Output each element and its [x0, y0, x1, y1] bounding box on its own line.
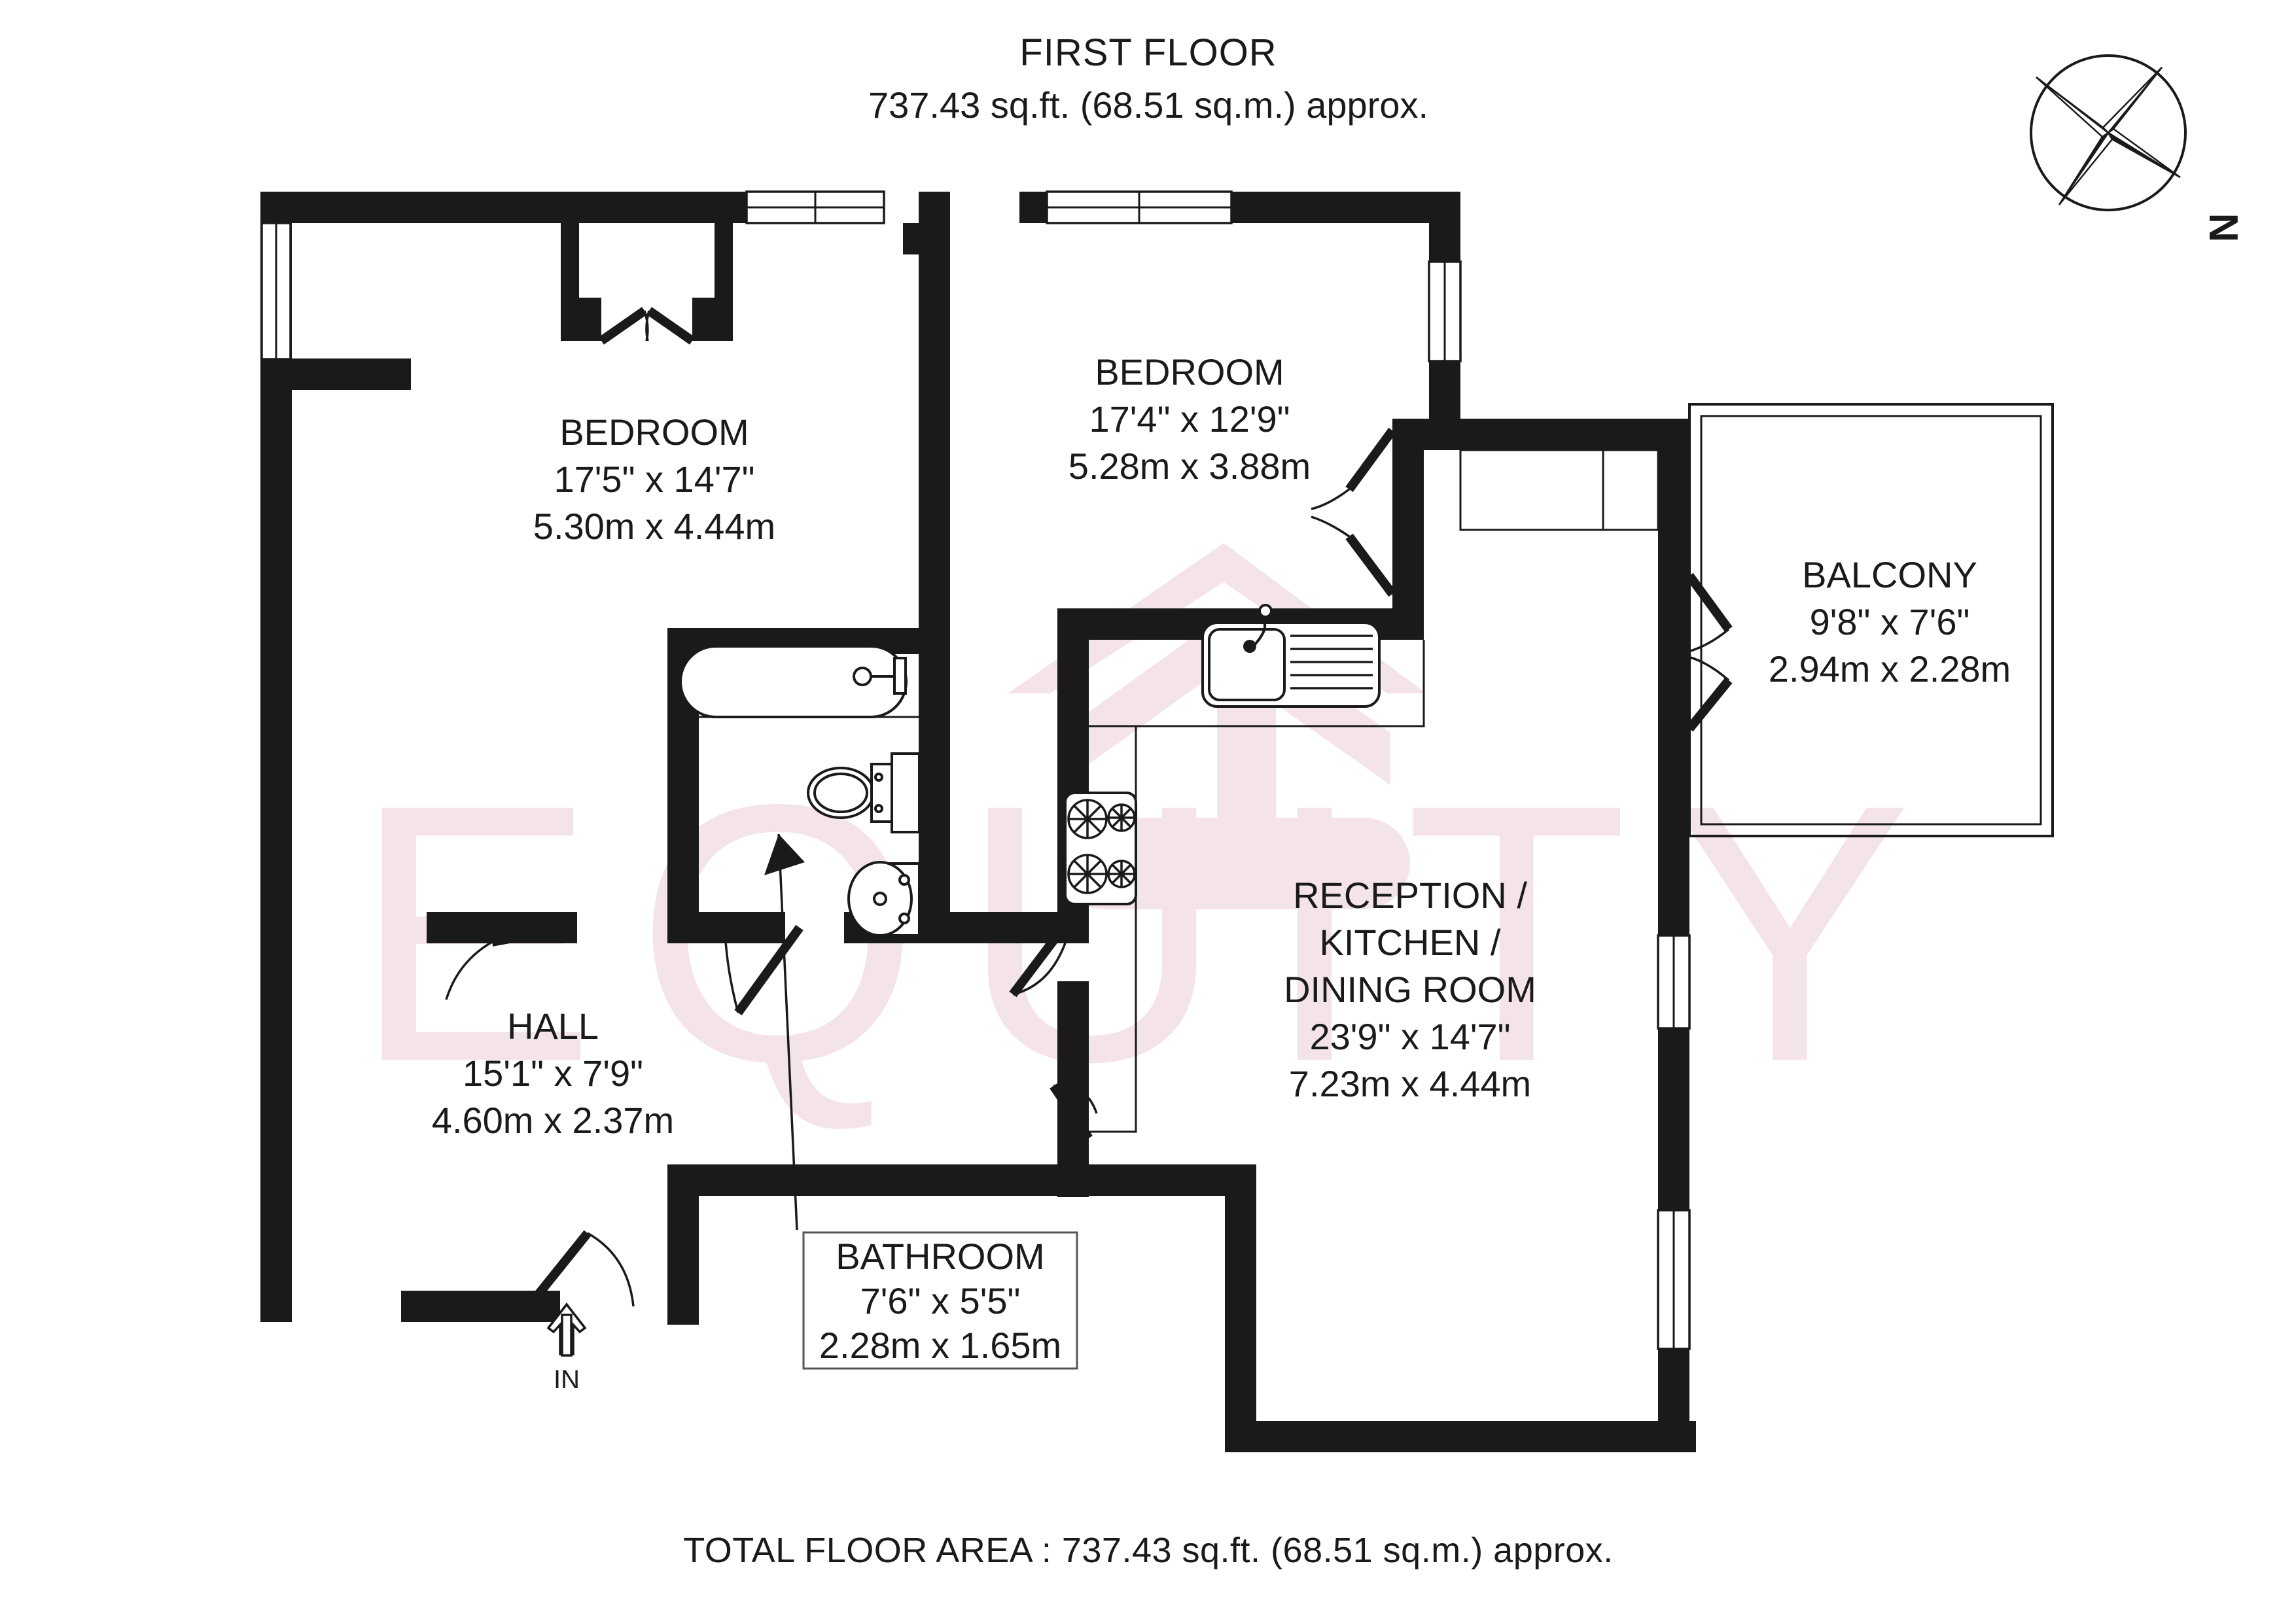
door-bedroom-left	[445, 922, 576, 1000]
kitchen-counter-lines	[1089, 640, 1425, 1133]
balcony-outline	[1688, 403, 2054, 837]
room-dim-metric: 5.28m x 3.88m	[1069, 445, 1311, 487]
room-dim-imperial: 15'1" x 7'9"	[463, 1053, 643, 1094]
room-name-line1: RECEPTION /	[1293, 875, 1527, 916]
window-reception-east-upper	[1657, 934, 1691, 1030]
door-bedroom-top	[1311, 427, 1396, 597]
room-dim-imperial: 7'6" x 5'5"	[860, 1280, 1021, 1321]
room-name-line3: DINING ROOM	[1284, 969, 1536, 1010]
window-left-bedroom	[260, 222, 292, 360]
north-label: N	[2200, 213, 2246, 243]
room-dim-imperial: 17'5" x 14'7"	[554, 459, 754, 500]
wall-structure	[260, 192, 1696, 1452]
room-dim-imperial: 17'4" x 12'9"	[1089, 398, 1290, 440]
room-dim-metric: 4.60m x 2.37m	[432, 1100, 674, 1141]
total-floor-area: TOTAL FLOOR AREA : 737.43 sq.ft. (68.51 …	[683, 1531, 1614, 1570]
room-label-bedroom-left: BEDROOM 17'5" x 14'7" 5.30m x 4.44m	[533, 411, 775, 547]
room-label-bathroom: BATHROOM 7'6" x 5'5" 2.28m x 1.65m	[764, 833, 1078, 1370]
toilet-icon	[807, 752, 921, 833]
room-dim-metric: 7.23m x 4.44m	[1289, 1063, 1531, 1104]
window-bedroom-east	[1428, 260, 1462, 362]
room-name: BEDROOM	[559, 411, 749, 453]
compass-rose-icon	[2030, 54, 2187, 211]
window-top-right	[1046, 190, 1233, 224]
room-label-reception-kitchen-dining: RECEPTION / KITCHEN / DINING ROOM 23'9" …	[1284, 875, 1536, 1104]
room-dim-imperial: 9'8" x 7'6"	[1810, 601, 1970, 642]
room-label-bedroom-top: BEDROOM 17'4" x 12'9" 5.28m x 3.88m	[1069, 351, 1311, 487]
door-entrance	[525, 1230, 635, 1310]
header-area-line: 737.43 sq.ft. (68.51 sq.m.) approx.	[868, 84, 1428, 126]
bathtub-icon	[667, 645, 919, 718]
window-top-left	[745, 190, 885, 224]
room-dim-metric: 2.94m x 2.28m	[1769, 648, 2011, 689]
room-name: BEDROOM	[1095, 351, 1284, 393]
room-name: BALCONY	[1802, 554, 1977, 595]
door-reception-lower	[1050, 1083, 1098, 1141]
room-name: HALL	[507, 1005, 599, 1047]
door-balcony	[1686, 572, 1733, 732]
door-bathroom	[724, 924, 804, 1016]
windows-group	[260, 190, 1691, 1350]
cooker-hob-icon	[1064, 792, 1137, 905]
entrance-label: IN	[554, 1365, 580, 1394]
room-name-line2: KITCHEN /	[1320, 922, 1501, 963]
wash-basin-icon	[847, 861, 921, 937]
bedroom-top-wardrobe	[1459, 449, 1659, 531]
room-label-balcony: BALCONY 9'8" x 7'6" 2.94m x 2.28m	[1769, 554, 2011, 689]
entrance-arrow-icon	[546, 1302, 587, 1357]
page-title: FIRST FLOOR	[1019, 31, 1277, 74]
svg-text:N: N	[2200, 213, 2246, 243]
room-dim-imperial: 23'9" x 14'7"	[1309, 1016, 1510, 1057]
room-name: BATHROOM	[836, 1236, 1044, 1277]
room-label-hall: HALL 15'1" x 7'9" 4.60m x 2.37m	[432, 1005, 674, 1141]
door-reception	[1009, 932, 1068, 998]
door-closet-left	[598, 307, 696, 345]
room-dim-metric: 5.30m x 4.44m	[533, 506, 775, 547]
kitchen-sink-icon	[1201, 604, 1381, 708]
window-reception-east-lower	[1657, 1209, 1691, 1350]
room-dim-metric: 2.28m x 1.65m	[819, 1325, 1061, 1366]
